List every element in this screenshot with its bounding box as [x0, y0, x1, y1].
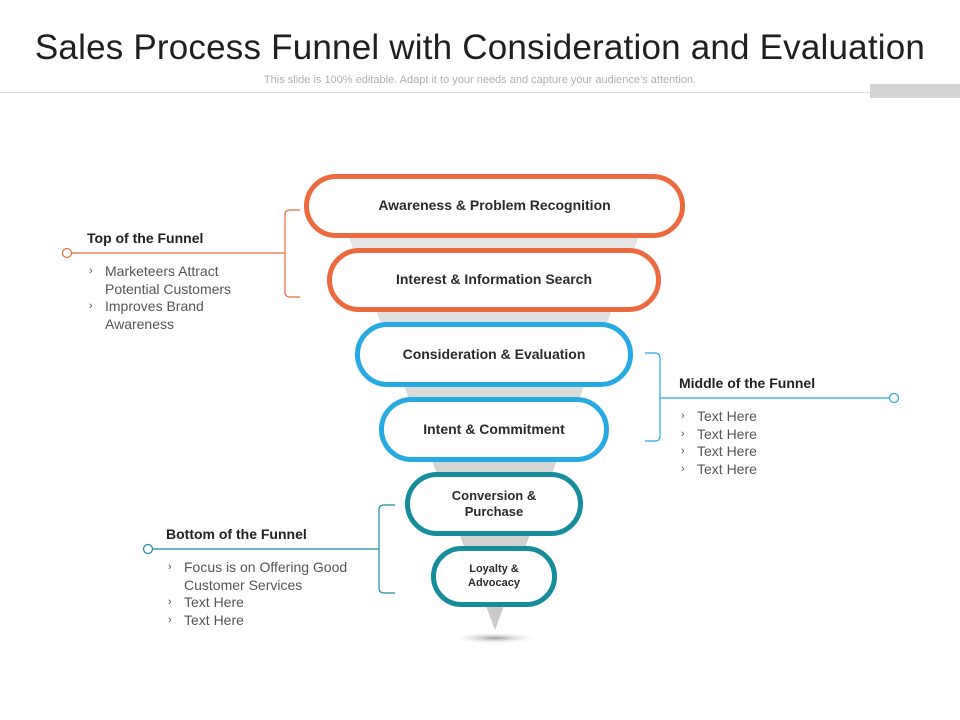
list-item: ›Improves Brand Awareness — [89, 298, 204, 332]
list-item: ›Text Here — [168, 594, 244, 610]
chevron-right-icon: › — [681, 410, 685, 422]
bottom-connector-dot — [142, 543, 154, 555]
stage-label: Intent & Commitment — [423, 420, 565, 437]
header-divider — [0, 92, 870, 93]
stage-loyalty: Loyalty & Advocacy — [431, 546, 557, 607]
chevron-right-icon: › — [681, 427, 685, 440]
list-item: ›Focus is on Offering Good Customer Serv… — [168, 559, 348, 593]
stage-label: Interest & Information Search — [395, 271, 593, 288]
list-item: ›Text Here — [681, 408, 757, 424]
stage-label: Loyalty & Advocacy — [468, 562, 520, 589]
stage-label: Conversion & Purchase — [451, 487, 537, 519]
list-item: ›Text Here — [681, 460, 757, 477]
bottom-funnel-bullets: ›Focus is on Offering Good Customer Serv… — [166, 559, 366, 629]
list-item: ›Marketeers Attract Potential Customers — [89, 263, 232, 297]
stage-awareness: Awareness & Problem Recognition — [304, 174, 685, 238]
stage-conversion: Conversion & Purchase — [405, 472, 583, 536]
stage-intent: Intent & Commitment — [379, 397, 609, 462]
list-item: ›Text Here — [168, 611, 244, 628]
stage-label: Consideration & Evaluation — [402, 345, 586, 362]
page-subtitle: This slide is 100% editable. Adapt it to… — [263, 74, 697, 86]
top-funnel-bullets: ›Marketeers Attract Potential Customers … — [87, 263, 267, 333]
top-connector-dot — [61, 247, 73, 259]
bottom-bracket — [378, 504, 395, 594]
chevron-right-icon: › — [89, 265, 93, 277]
stage-label: Awareness & Problem Recognition — [378, 197, 611, 214]
funnel-shadow — [450, 632, 540, 644]
top-funnel-title: Top of the Funnel — [87, 230, 204, 246]
stage-interest: Interest & Information Search — [327, 248, 661, 312]
list-item: ›Text Here — [681, 443, 757, 459]
middle-funnel-bullets: ›Text Here ›Text Here ›Text Here ›Text H… — [679, 408, 879, 478]
list-item: ›Text Here — [681, 425, 757, 442]
middle-funnel-title: Middle of the Funnel — [679, 375, 816, 391]
chevron-right-icon: › — [681, 445, 685, 457]
chevron-right-icon: › — [168, 596, 172, 608]
chevron-right-icon: › — [168, 613, 172, 626]
middle-connector-dot — [888, 392, 900, 404]
header-accent-bar — [870, 84, 960, 98]
chevron-right-icon: › — [168, 561, 172, 573]
page-title: Sales Process Funnel with Consideration … — [34, 28, 926, 67]
chevron-right-icon: › — [89, 300, 93, 312]
middle-bracket — [645, 352, 661, 442]
top-bracket — [284, 209, 300, 298]
stage-consideration: Consideration & Evaluation — [355, 322, 633, 387]
bottom-funnel-title: Bottom of the Funnel — [166, 526, 307, 542]
chevron-right-icon: › — [681, 462, 685, 475]
